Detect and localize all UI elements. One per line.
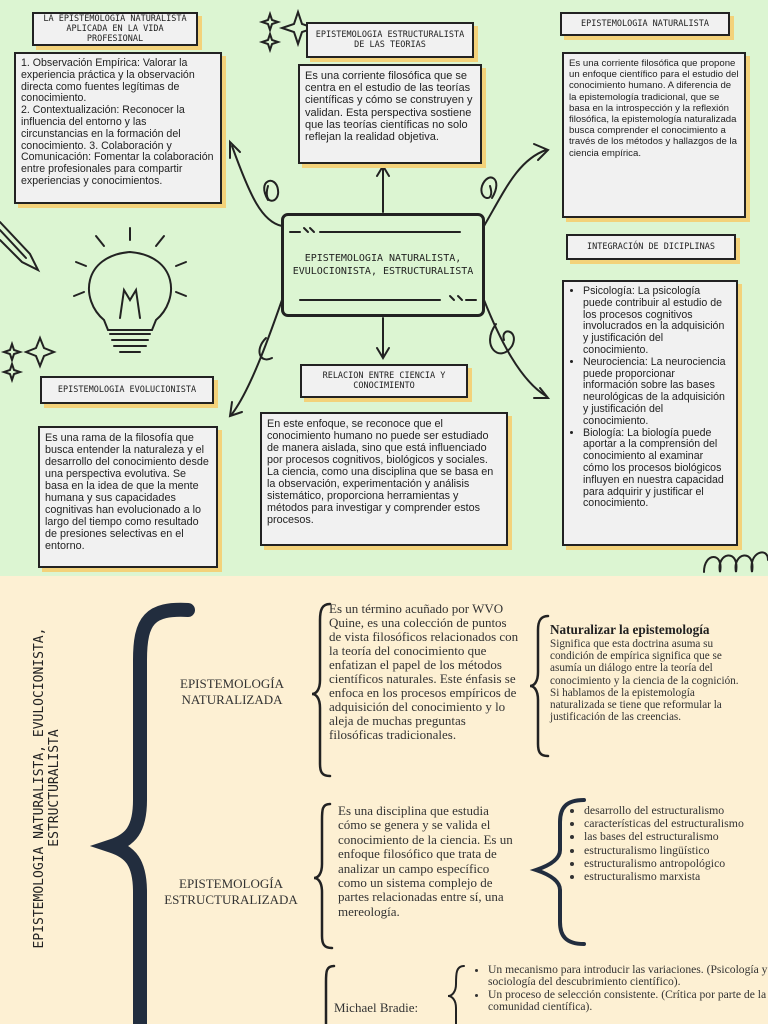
list-item: estructuralismo marxista [584,869,760,883]
aplicada-title: LA EPISTEMOLOGIA NATURALISTA APLICADA EN… [32,12,198,46]
estructuralista-text: Es una corriente filosófica que se centr… [298,64,482,164]
estructuralismo-list: desarrollo del estructuralismo caracterí… [566,803,760,883]
evolucionista-text: Es una rama de la filosofía que busca en… [38,426,218,568]
estructuralizada-label: EPISTEMOLOGÍA ESTRUCTURALIZADA [164,876,298,907]
list-item: las bases del estructuralismo [584,830,760,843]
evolucionista-title: EPISTEMOLOGIA EVOLUCIONISTA [40,376,214,404]
bradie-list: Un mecanismo para introducir las variaci… [470,963,768,1014]
central-topic: EPISTEMOLOGIA NATURALISTA, EVULOCIONISTA… [282,214,484,316]
naturalista-title: EPISTEMOLOGIA NATURALISTA [560,12,730,36]
list-item: estructuralismo antropológico [584,856,760,870]
estructuralizada-text: Es una disciplina que estudia cómo se ge… [338,803,513,919]
estructuralista-title: EPISTEMOLOGIA ESTRUCTURALISTA DE LAS TEO… [306,22,474,58]
list-item: estructuralismo lingüístico [584,843,760,857]
chart-vertical-title: EPISTEMOLOGIA NATURALISTA, EVULOCIONISTA… [32,627,62,949]
naturalizar-text: Significa que esta doctrina asuma su con… [550,638,739,724]
bracket-chart [0,576,768,1024]
list-item: Neurociencia: La neurociencia puede prop… [583,356,731,428]
relacion-title: RELACION ENTRE CIENCIA Y CONOCIMIENTO [300,364,468,398]
list-item: desarrollo del estructuralismo [584,803,760,817]
list-item: Psicología: La psicología puede contribu… [583,285,731,357]
list-item: Un proceso de selección consistente. (Cr… [488,988,768,1014]
list-item: Biología: La biología puede aportar a la… [583,427,731,511]
bradie-label: Michael Bradie: [334,1000,419,1015]
aplicada-text: 1. Observación Empírica: Valorar la expe… [14,52,222,204]
naturalista-text: Es una corriente filosófica que propone … [562,52,746,218]
list-item: características del estructuralismo [584,817,760,830]
naturalizada-text: Es un término acuñado por WVO Quine, es … [329,601,519,742]
relacion-text: En este enfoque, se reconoce que el cono… [260,412,508,546]
naturalizar-title: Naturalizar la epistemología [550,622,710,637]
integracion-title: INTEGRACIÓN DE DICIPLINAS [566,234,736,260]
naturalizada-label: EPISTEMOLOGÍA NATURALIZADA [180,676,284,707]
list-item: Un mecanismo para introducir las variaci… [488,963,768,989]
integracion-list: Psicología: La psicología puede contribu… [562,280,738,546]
